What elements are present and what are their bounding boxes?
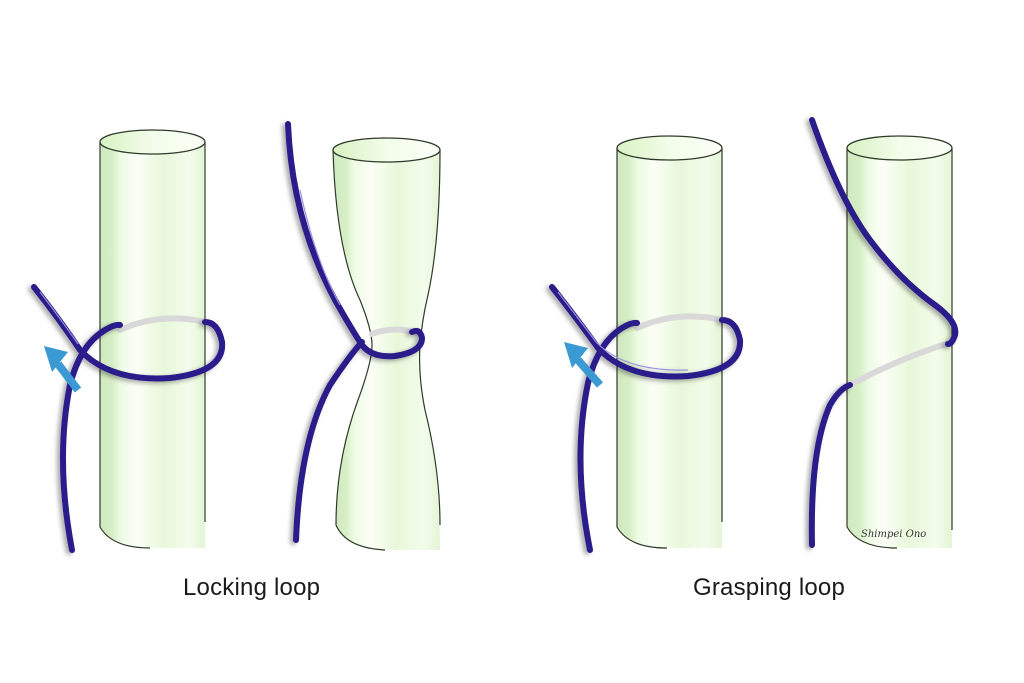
- suture: [808, 117, 959, 548]
- tube-straight: [616, 135, 723, 549]
- suture: [31, 284, 226, 553]
- suture: [285, 121, 426, 543]
- tube-straight: [846, 135, 953, 549]
- figure-grasping-after: [808, 117, 959, 549]
- figure-grasping-before: [549, 135, 744, 553]
- direction-arrow-icon: [44, 346, 82, 393]
- caption-grasping-loop: Grasping loop: [693, 574, 846, 601]
- author-signature: Shimpei Ono: [861, 529, 927, 540]
- caption-locking-loop: Locking loop: [183, 574, 321, 601]
- hidden-strand: [117, 315, 208, 333]
- figure-locking-before: [31, 129, 226, 553]
- hidden-strand: [847, 339, 955, 388]
- figure-locking-after: [285, 121, 441, 551]
- hidden-strand: [634, 313, 725, 331]
- direction-arrow-icon: [564, 342, 604, 388]
- tube-straight: [99, 129, 206, 549]
- tube-constricted: [332, 137, 441, 551]
